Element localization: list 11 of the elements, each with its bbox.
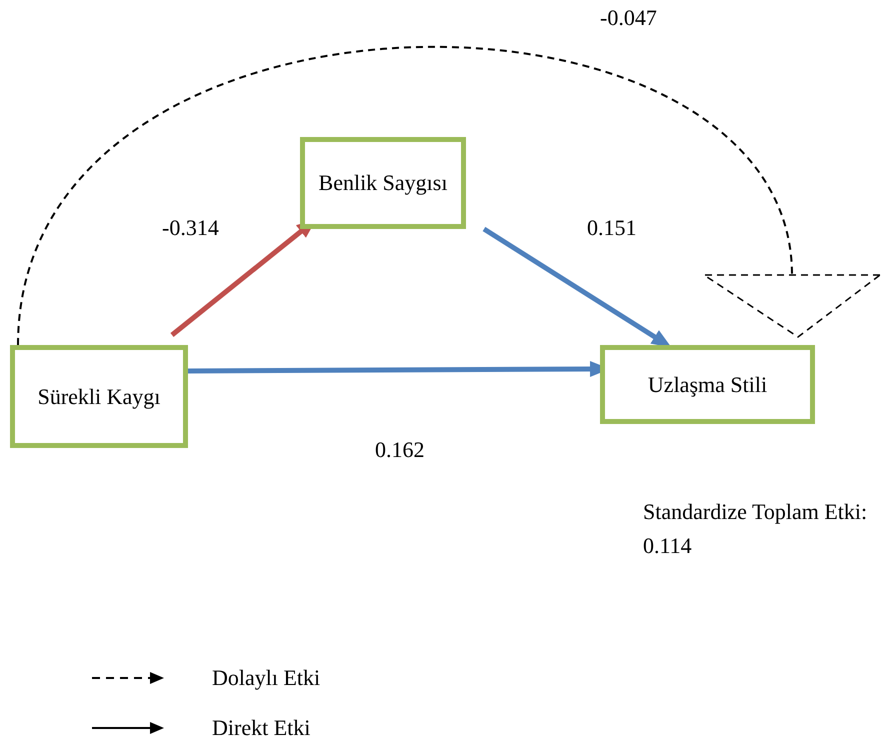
dashed-arrow — [17, 46, 879, 346]
node-text: Benlik Saygısı — [318, 169, 448, 197]
arrow — [482, 226, 672, 348]
legend-text: Direkt Etki — [212, 714, 310, 742]
variable-box — [300, 137, 466, 229]
variable-box — [10, 345, 188, 448]
node-text: Sürekli Kaygı — [38, 382, 160, 411]
note-text: Standardize Toplam Etki: 0.114 — [643, 498, 868, 560]
node-text: Uzlaşma Stili — [648, 370, 768, 399]
variable-box — [600, 345, 815, 424]
legend-text: Dolaylı Etki — [212, 664, 320, 692]
